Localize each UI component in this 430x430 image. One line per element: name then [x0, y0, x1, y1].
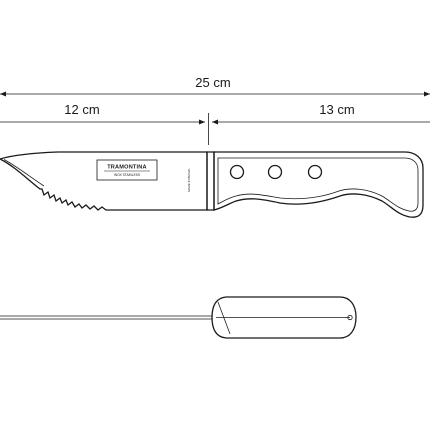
dimension-handle-label: 13 cm — [319, 102, 354, 117]
brand-name: TRAMONTINA — [107, 165, 147, 171]
rivet-2-icon — [267, 164, 283, 180]
brand-stamp — [96, 159, 158, 181]
rivet-1-icon — [229, 164, 245, 180]
arrow-handle-start-icon — [212, 119, 218, 125]
bolster — [206, 151, 215, 211]
rivet-3-icon — [307, 164, 323, 180]
arrow-left-icon — [0, 91, 6, 97]
arrow-right-icon — [424, 91, 430, 97]
dimension-total-label: 25 cm — [195, 75, 230, 90]
top-handle-end-icon — [347, 314, 353, 321]
brand-subtext: INOX STAINLESS — [114, 173, 140, 177]
knife-top-view — [0, 296, 357, 339]
blade-bevel-line — [3, 159, 45, 187]
top-handle-outline — [211, 296, 357, 339]
handle-inner-line — [217, 157, 419, 212]
blade-outline — [0, 151, 208, 211]
knife-blade: TRAMONTINA INOX STAINLESS MADE IN BRAZIL — [0, 151, 208, 211]
top-bolster-line — [217, 301, 231, 335]
origin-marking: MADE IN BRAZIL — [187, 168, 191, 192]
dimension-total: 25 cm — [0, 75, 430, 97]
dimension-parts: 12 cm 13 cm — [0, 102, 430, 145]
arrow-blade-end-icon — [199, 119, 205, 125]
handle-outline — [213, 151, 424, 218]
knife-handle — [206, 151, 424, 218]
dimension-blade-label: 12 cm — [64, 102, 99, 117]
